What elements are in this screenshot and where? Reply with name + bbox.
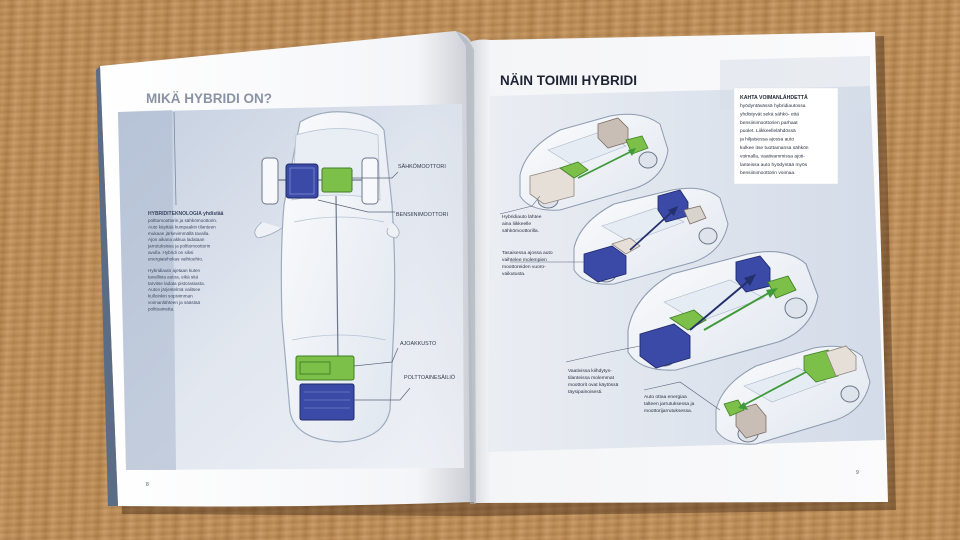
text-line: polttoainetta.: [148, 306, 174, 311]
text-line: bensiinimoottorin voimaa.: [740, 170, 795, 176]
text-line: moottorit ovat käytössä: [568, 382, 619, 388]
info-box-title: KAHTA VOIMANLÄHDETTÄ: [740, 94, 808, 101]
left-page-number: 8: [146, 482, 149, 488]
text-line: aina liikkeelle: [502, 221, 531, 227]
text-line: Auton järjestelmä valitsee: [148, 287, 201, 292]
top-view-car-diagram: [254, 111, 400, 443]
car-scene-1-electric-start: [519, 113, 669, 211]
text-line: moottorijarrutuksessa.: [644, 408, 692, 414]
label-battery: AJOAKKUSTO: [400, 341, 436, 347]
text-line: yhdistyvät sekä sähkö- että: [740, 111, 799, 117]
text-line: tilanteissa molemmat: [568, 375, 615, 381]
electric-motor-block: [321, 167, 353, 193]
text-line: sähkömoottorilla.: [502, 228, 539, 234]
text-line: polttomoottorin ja sähkömoottorin.: [148, 218, 217, 223]
left-body-lead: HYBRIDITEKNOLOGIA yhdistää: [148, 211, 224, 217]
text-line: vaihtelee molempien: [502, 257, 547, 263]
text-line: lanteissa auto hyödyntää myös: [740, 162, 808, 168]
text-line: moottoreiden vuoro-: [502, 264, 546, 270]
petrol-engine-block: [285, 163, 319, 199]
text-line: tavallista autoa, eikä sitä: [148, 274, 198, 279]
text-line: Vaativissa kiihdytys-: [568, 368, 612, 374]
car-scene-3-full-acceleration: [627, 251, 819, 371]
text-line: kulkee itse tuottamansa sähkön: [740, 145, 809, 151]
text-line: kulloinkin sopivimman: [148, 294, 193, 299]
text-line: Hybridiauto ajetaan kuten: [148, 268, 201, 273]
right-page-number: 9: [856, 470, 859, 476]
left-page-heading: MIKÄ HYBRIDI ON?: [146, 91, 272, 106]
right-leader-lines: [499, 195, 721, 411]
text-line: Auto käyttää kumpaakin tilanteen: [148, 224, 216, 229]
text-line: mukaan järkevimmällä tavalla.: [148, 231, 210, 236]
text-line: Tasaisessa ajossa auto: [502, 250, 553, 256]
text-line: ja hiljaisessa ajossa auto: [739, 137, 794, 143]
text-line: Ajon aikana akkua ladataan: [148, 237, 205, 242]
text-line: Hybridiauto lähtee: [502, 214, 542, 220]
label-electric-motor: SÄHKÖMOOTTORI: [398, 163, 446, 170]
text-line: voimanlähteen ja säästää: [148, 300, 201, 305]
text-line: bensiinimoottorien parhaat: [740, 120, 798, 126]
label-fuel-tank: POLTTOAINESÄILIÖ: [404, 374, 455, 381]
text-line: vaikutusta.: [502, 271, 525, 277]
text-line: tarvitse ladata pistorasiasta.: [148, 281, 205, 286]
label-petrol-engine: BENSIINIMOOTTORI: [396, 212, 448, 218]
text-line: täysipainoisesti.: [568, 389, 603, 395]
text-line: voimalla, vaativammissa ajoti-: [740, 153, 805, 159]
info-box: KAHTA VOIMANLÄHDETTÄ hyödyntävässä hybri…: [733, 87, 839, 185]
text-line: Auto ottaa energiaa: [644, 394, 687, 400]
battery-pack-block: [295, 355, 355, 381]
left-leader-lines: [317, 171, 411, 401]
right-page-heading: NÄIN TOIMII HYBRIDI: [500, 73, 637, 88]
text-line: jarrutuksissa ja polttomoottorin: [147, 244, 211, 249]
text-line: avulla. Hybridi on siksi: [148, 250, 193, 255]
car-scene-4-regenerative-braking: [715, 345, 871, 445]
info-box-body: hyödyntävässä hybridiautossa yhdistyvät s…: [739, 103, 809, 176]
fuel-tank-block: [299, 383, 355, 421]
text-line: energiatehokas vaihtoehto.: [148, 256, 203, 261]
left-body-paragraph-1: polttomoottorin ja sähkömoottorin.Auto k…: [147, 218, 217, 261]
text-line: talteen jarrutuksessa ja: [644, 401, 695, 407]
car-scene-2-steady-driving: [573, 187, 729, 285]
caption-full-acceleration: Vaativissa kiihdytys-tilanteissa molemma…: [568, 368, 619, 395]
text-line: hyödyntävässä hybridiautossa: [740, 103, 806, 109]
text-line: puolet. Liikkeellelähdössä: [740, 128, 796, 134]
